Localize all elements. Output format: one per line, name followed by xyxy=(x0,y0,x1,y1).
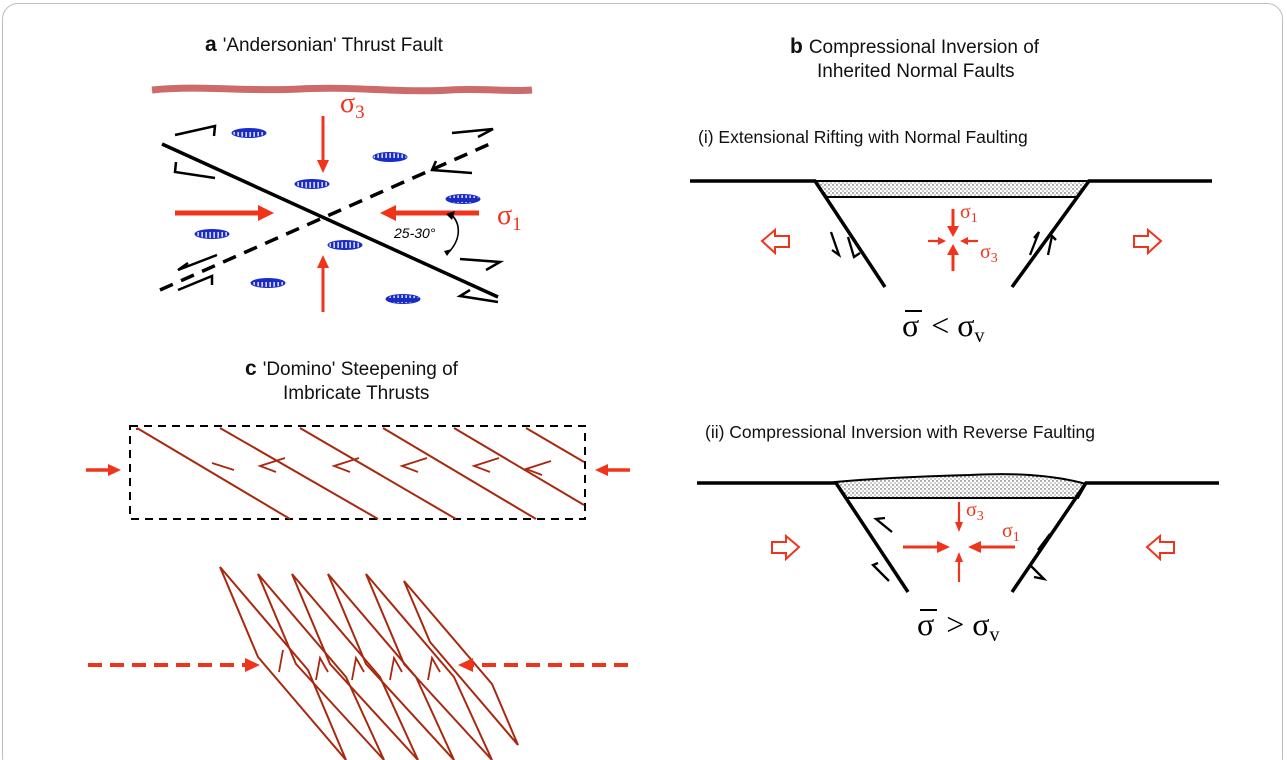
stress-arrows-a xyxy=(175,116,479,312)
extension-arrows xyxy=(760,227,1163,256)
sigma3-label-a: σ3 xyxy=(340,88,365,123)
sigma1-label-bi: σ1 xyxy=(960,201,978,226)
panel-b-i-label: (i) Extensional Rifting with Normal Faul… xyxy=(698,127,1028,147)
thrust-fault-solid xyxy=(161,142,499,299)
panel-b-ii-diagram: σ3 σ1 σ>σv xyxy=(697,473,1219,646)
stress-arrows-bii xyxy=(903,502,1015,582)
compression-arrows xyxy=(771,533,1175,562)
panel-a-title: a'Andersonian' Thrust Fault xyxy=(205,33,443,57)
shear-sense-arrows-bi xyxy=(829,231,1057,259)
inversion-profile-ii xyxy=(697,481,910,593)
basin-fill-i xyxy=(813,180,1091,198)
panel-a-diagram: 25-30° σ3 σ1 xyxy=(151,84,533,312)
basin-fill-ii xyxy=(833,473,1088,499)
rift-profile-i xyxy=(690,179,887,288)
panel-a-letter: a xyxy=(205,33,217,56)
conjugate-fault-dashed xyxy=(159,141,493,292)
panel-b-title-text: Compressional Inversion of xyxy=(808,37,1040,58)
stress-arrows-c-solid xyxy=(86,464,630,476)
stress-relation-ii: σ>σv xyxy=(917,606,1000,646)
panel-c-title-line1: c'Domino' Steepening of xyxy=(245,357,458,381)
sigma1-label-bii: σ1 xyxy=(1002,520,1020,545)
panel-c-title-text: 'Domino' Steepening of xyxy=(262,359,458,380)
sigma3-label-bii: σ3 xyxy=(966,499,984,524)
angle-label: 25-30° xyxy=(393,225,436,241)
shear-sense-arrows-a xyxy=(173,124,505,304)
stress-arrows-c-dashed xyxy=(88,658,628,672)
imbricate-box xyxy=(129,425,586,520)
angle-arc xyxy=(448,213,460,253)
panel-b-title-line2: Inherited Normal Faults xyxy=(817,61,1015,82)
pore-fluid-ellipses xyxy=(194,128,481,304)
inversion-profile-ii-right xyxy=(1010,481,1219,593)
sigma3-label-bi: σ3 xyxy=(980,241,998,266)
earth-surface-line xyxy=(151,84,533,95)
panel-b-letter: b xyxy=(790,35,803,58)
panel-b-i-diagram: σ1 σ3 σ<σv xyxy=(690,179,1212,347)
panel-c-diagram xyxy=(86,425,630,760)
imbricate-slip-arrows xyxy=(211,457,552,476)
stress-arrows-bi xyxy=(928,209,978,271)
panel-c-letter: c xyxy=(245,357,257,380)
shear-sense-arrows-bii xyxy=(870,516,1051,582)
rotated-imbricate-blocks xyxy=(219,566,519,760)
rift-profile-i-right xyxy=(1010,179,1212,289)
imbricate-thrust-lines xyxy=(136,427,585,520)
sigma1-label-a: σ1 xyxy=(497,200,522,235)
stress-relation-i: σ<σv xyxy=(902,307,985,347)
panel-b-ii-label: (ii) Compressional Inversion with Revers… xyxy=(705,422,1096,442)
rotated-slip-arrows xyxy=(278,649,441,681)
figure-frame xyxy=(2,3,1283,760)
panel-c-title-line2: Imbricate Thrusts xyxy=(283,383,430,404)
panel-a-title-text: 'Andersonian' Thrust Fault xyxy=(222,35,443,56)
